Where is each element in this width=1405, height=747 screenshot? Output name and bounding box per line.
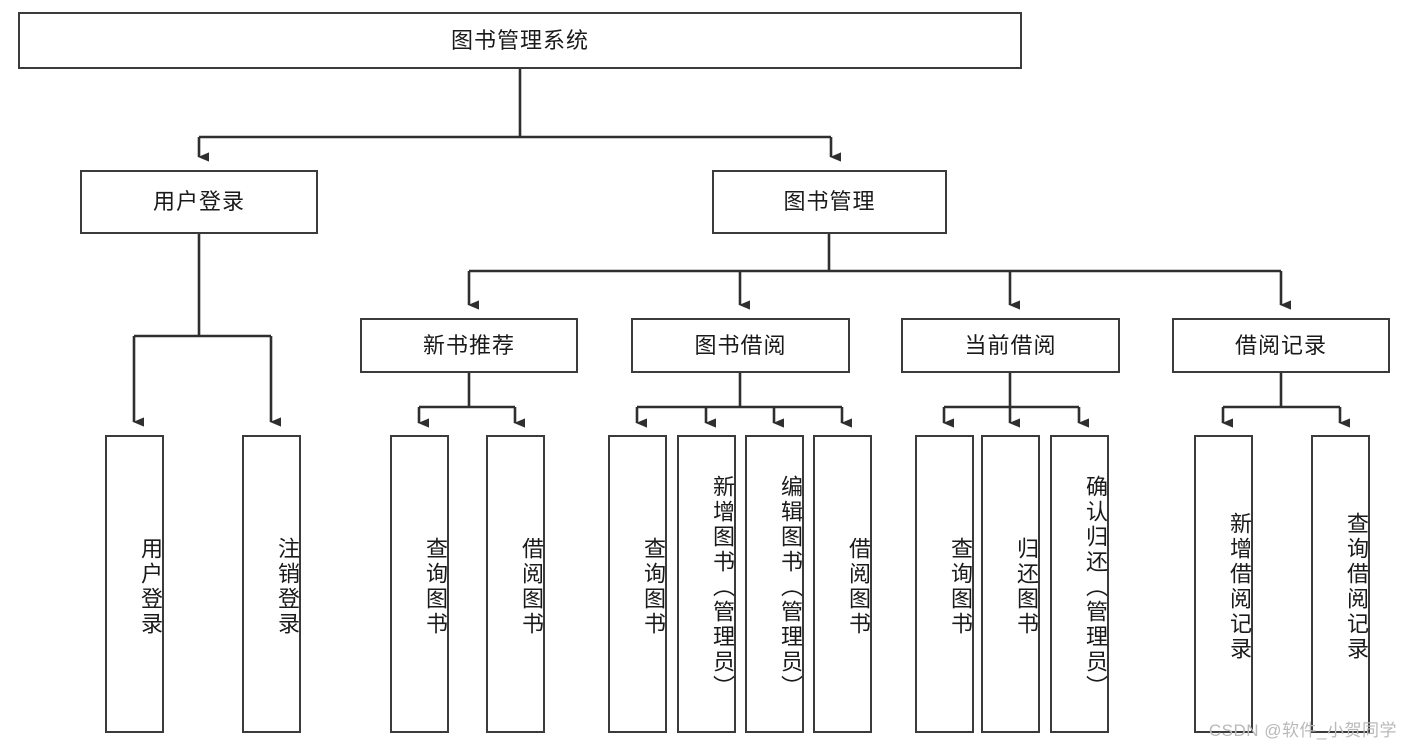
node-leaf-return-book[interactable]: 归还图书 [981, 435, 1040, 733]
node-leaf-return-book-label: 归还图书 [1014, 537, 1039, 637]
node-leaf-add-book[interactable]: 新增图书（管理员） [677, 435, 736, 733]
node-new-book-rec-label: 新书推荐 [422, 332, 515, 358]
node-new-book-rec[interactable]: 新书推荐 [360, 318, 578, 373]
node-leaf-query-book-1-label: 查询图书 [423, 537, 448, 637]
node-book-manage-label: 图书管理 [783, 189, 876, 215]
node-leaf-query-record-label: 查询借阅记录 [1344, 512, 1369, 662]
node-leaf-query-book-2-label: 查询图书 [641, 537, 666, 637]
node-borrow-record-label: 借阅记录 [1234, 332, 1327, 358]
node-leaf-user-login-label: 用户登录 [138, 537, 163, 637]
node-borrow-record[interactable]: 借阅记录 [1172, 318, 1390, 373]
node-leaf-query-book-3-label: 查询图书 [948, 537, 973, 637]
node-leaf-query-book-1[interactable]: 查询图书 [390, 435, 449, 733]
node-current-borrow-label: 当前借阅 [964, 332, 1057, 358]
node-leaf-borrow-book-1-label: 借阅图书 [519, 537, 544, 637]
node-leaf-query-book-3[interactable]: 查询图书 [915, 435, 974, 733]
node-leaf-query-record[interactable]: 查询借阅记录 [1311, 435, 1370, 733]
node-user-login[interactable]: 用户登录 [80, 170, 318, 234]
node-leaf-add-record-label: 新增借阅记录 [1227, 512, 1252, 662]
node-leaf-add-record[interactable]: 新增借阅记录 [1194, 435, 1253, 733]
node-book-manage[interactable]: 图书管理 [712, 170, 947, 234]
node-leaf-edit-book-label: 编辑图书（管理员） [778, 474, 803, 700]
node-leaf-logout[interactable]: 注销登录 [242, 435, 301, 733]
node-current-borrow[interactable]: 当前借阅 [901, 318, 1120, 373]
node-leaf-confirm-return[interactable]: 确认归还（管理员） [1050, 435, 1109, 733]
node-leaf-confirm-return-label: 确认归还（管理员） [1083, 474, 1108, 700]
node-root-label: 图书管理系统 [450, 27, 589, 53]
node-leaf-user-login[interactable]: 用户登录 [105, 435, 164, 733]
node-root[interactable]: 图书管理系统 [18, 12, 1022, 69]
node-book-borrow[interactable]: 图书借阅 [631, 318, 850, 373]
node-leaf-logout-label: 注销登录 [275, 537, 300, 637]
node-leaf-edit-book[interactable]: 编辑图书（管理员） [745, 435, 804, 733]
node-leaf-borrow-book-2[interactable]: 借阅图书 [813, 435, 872, 733]
node-leaf-borrow-book-2-label: 借阅图书 [846, 537, 871, 637]
node-leaf-add-book-label: 新增图书（管理员） [710, 474, 735, 700]
watermark-text: CSDN @软件_小贺同学 [1208, 721, 1397, 740]
node-leaf-query-book-2[interactable]: 查询图书 [608, 435, 667, 733]
node-user-login-label: 用户登录 [152, 189, 245, 215]
node-leaf-borrow-book-1[interactable]: 借阅图书 [486, 435, 545, 733]
node-book-borrow-label: 图书借阅 [694, 332, 787, 358]
